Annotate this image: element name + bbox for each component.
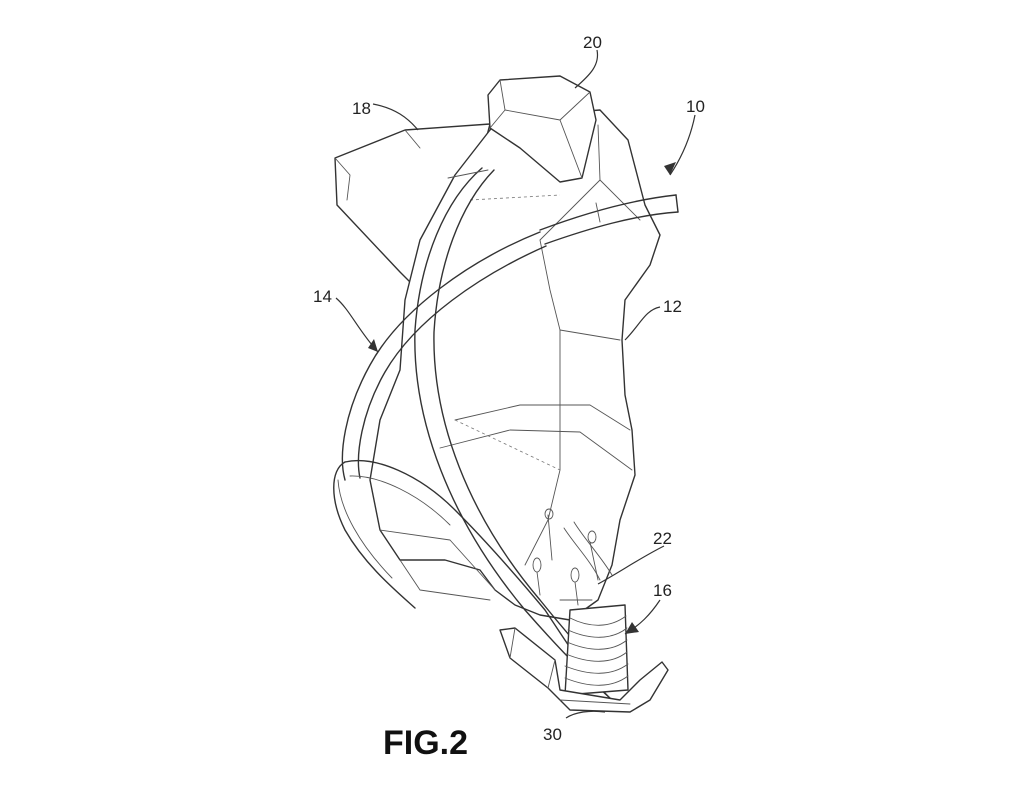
- cable-10: [539, 194, 679, 245]
- ref-18: 18: [352, 99, 371, 118]
- ref-30: 30: [543, 725, 562, 744]
- ref-16: 16: [653, 581, 672, 600]
- arrow-14: [368, 339, 378, 352]
- leader-lines: [335, 49, 696, 719]
- ref-22: 22: [653, 529, 672, 548]
- leader-22: [597, 545, 665, 585]
- arrow-10: [664, 162, 676, 175]
- ref-12: 12: [663, 297, 682, 316]
- arrow-16: [625, 622, 639, 634]
- leader-12: [624, 306, 661, 341]
- figure-caption: FIG.2: [383, 724, 468, 762]
- leader-18: [372, 103, 419, 131]
- ref-14: 14: [313, 287, 332, 306]
- bracket-30: [499, 627, 669, 713]
- leader-10: [669, 114, 696, 176]
- ref-20: 20: [583, 33, 602, 52]
- ref-10: 10: [686, 97, 705, 116]
- housing-12: [369, 109, 661, 621]
- leader-20: [574, 49, 599, 89]
- leader-30: [565, 710, 606, 719]
- top-cap-20: [487, 75, 597, 183]
- threaded-nozzle-16: [564, 604, 629, 696]
- connector-pins-22: [532, 508, 613, 606]
